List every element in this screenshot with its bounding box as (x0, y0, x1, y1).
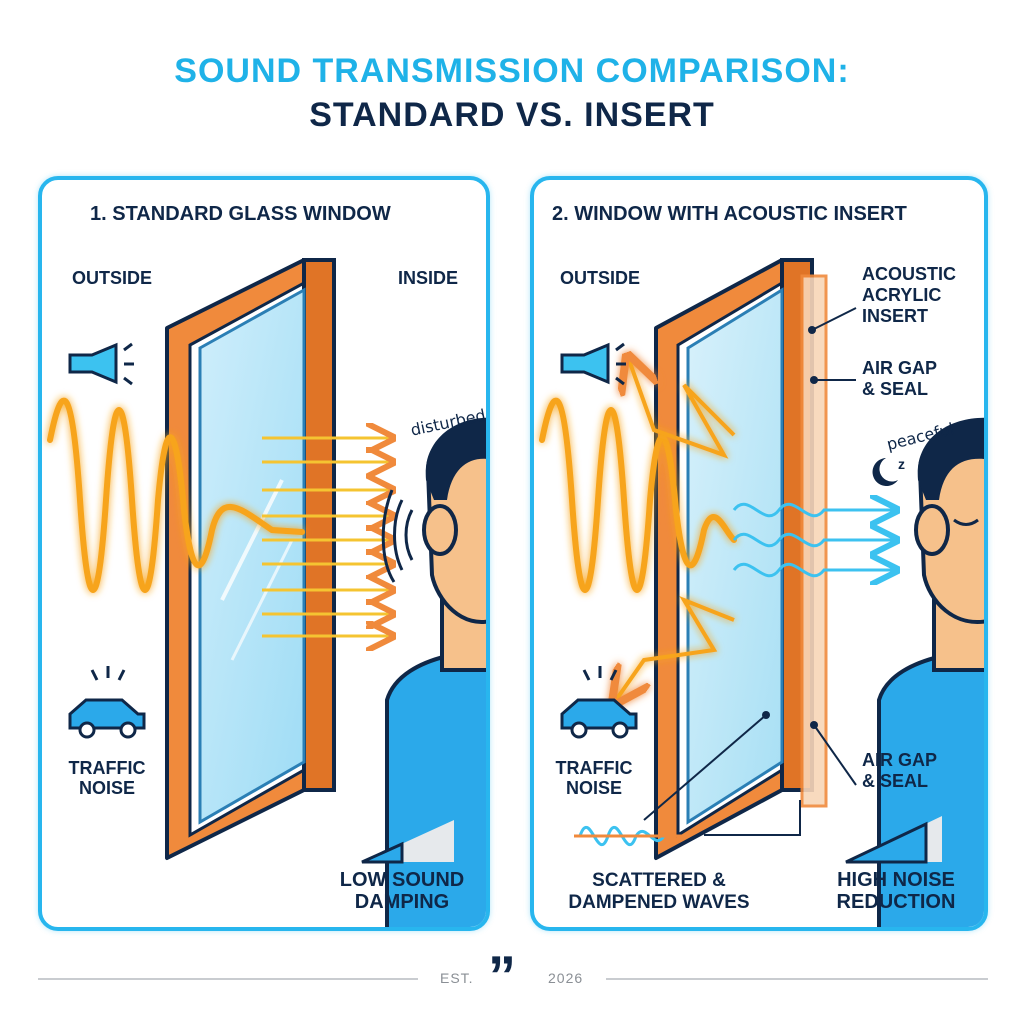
scatter-label-1: SCATTERED & (592, 870, 726, 891)
title-line-2: STANDARD VS. INSERT (309, 96, 715, 134)
result-label-2: DAMPING (354, 891, 450, 913)
result-label-1: HIGH NOISE (837, 869, 955, 891)
insert-label-3: INSERT (862, 306, 929, 326)
traffic-noise-label-1: TRAFFIC (68, 758, 146, 778)
insert-window-illustration (539, 258, 984, 927)
gap-bottom-label-1: AIR GAP (862, 750, 938, 770)
low-damping-indicator (361, 820, 454, 864)
moon-icon (872, 458, 898, 486)
insert-label-1: ACOUSTIC (862, 264, 956, 284)
traffic-noise-label-2: NOISE (78, 778, 135, 798)
standard-window-panel: 1. STANDARD GLASS WINDOW OUTSIDE INSIDE … (38, 176, 490, 931)
sound-waves-icon (574, 826, 684, 846)
footer-year: 2026 (548, 970, 584, 986)
result-label-1: LOW SOUND (339, 869, 465, 891)
high-reduction-indicator (845, 816, 942, 864)
footer-est: EST. (440, 970, 474, 986)
car-icon (68, 666, 146, 739)
footer-divider-left (38, 978, 418, 980)
horn-icon (560, 342, 626, 386)
title-line-1: SOUND TRANSMISSION COMPARISON: (174, 52, 850, 90)
transmitted-arrows (262, 438, 390, 636)
inside-label: INSIDE (398, 268, 459, 288)
panel-heading: 2. WINDOW WITH ACOUSTIC INSERT (552, 203, 907, 225)
dampened-waves (732, 504, 894, 576)
reflected-arrows (616, 360, 736, 700)
horn-icon (68, 342, 134, 386)
acrylic-insert (800, 274, 828, 808)
insert-window-panel: 2. WINDOW WITH ACOUSTIC INSERT OUTSIDE A… (530, 176, 988, 931)
callout-lines (643, 307, 857, 836)
result-label-2: REDUCTION (836, 891, 956, 913)
footer-logo: ” (488, 944, 516, 1007)
glass-pane (198, 287, 306, 825)
sleep-glyph: z (898, 456, 905, 472)
noise-wave (47, 397, 305, 593)
noise-wave (539, 397, 737, 593)
outside-label: OUTSIDE (560, 268, 641, 288)
car-icon (560, 666, 638, 739)
gap-bottom-label-2: & SEAL (862, 771, 929, 791)
panel-heading: 1. STANDARD GLASS WINDOW (90, 203, 391, 225)
scatter-label-2: DAMPENED WAVES (568, 892, 750, 913)
traffic-noise-label-1: TRAFFIC (555, 758, 633, 778)
footer-divider-right (606, 978, 988, 980)
peaceful-person (877, 417, 984, 927)
traffic-noise-label-2: NOISE (565, 778, 622, 798)
standard-window-illustration (47, 258, 486, 927)
glass-pane (686, 287, 784, 825)
gap-top-label-2: & SEAL (862, 379, 929, 399)
outside-label: OUTSIDE (72, 268, 153, 288)
insert-label-2: ACRYLIC (862, 285, 942, 305)
gap-top-label-1: AIR GAP (862, 358, 938, 378)
